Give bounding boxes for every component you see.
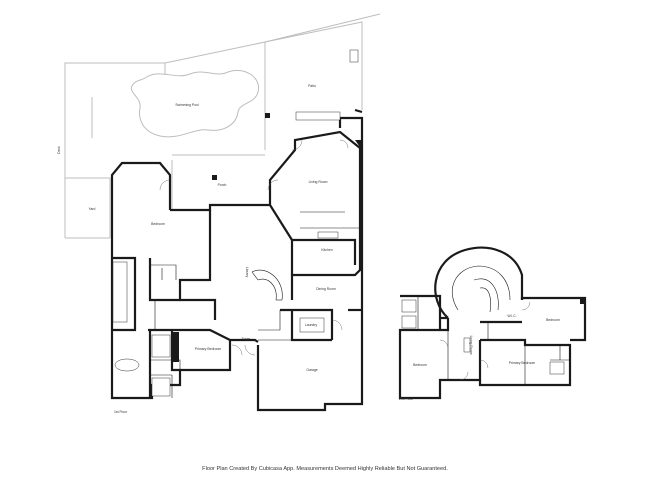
first-floor-fixtures [112, 49, 362, 397]
room-labels: Swimming Pool Patio Deck Yard Porch Bedr… [57, 84, 560, 372]
second-floor-walls [398, 246, 587, 400]
outdoor-areas [64, 13, 381, 239]
label-swimming-pool: Swimming Pool [175, 103, 199, 107]
floor-label-first: 1st Floor [114, 410, 128, 414]
footer-disclaimer: Floor Plan Created By Cubicasa App. Meas… [202, 466, 448, 472]
label-dining-room: Dining Room [316, 287, 336, 291]
label-kitchen: Kitchen [321, 248, 332, 252]
label-foyer: Foyer [242, 337, 252, 341]
label-bedroom-3: Bedroom [413, 363, 427, 367]
label-porch: Porch [218, 183, 227, 187]
label-primary-bedroom: Primary Bedroom [195, 347, 222, 351]
label-bedroom: Bedroom [151, 222, 165, 226]
label-patio: Patio [308, 84, 316, 88]
label-deck: Deck [57, 146, 61, 154]
label-primary-bedroom-2: Primary Bedroom [509, 361, 536, 365]
label-garage: Garage [306, 368, 317, 372]
first-floor-walls [110, 108, 364, 412]
label-living-room-2: Living Room [469, 336, 473, 355]
swimming-pool-outline [130, 70, 260, 138]
label-living-room: Living Room [309, 180, 328, 184]
label-wic: W.I.C. [507, 314, 516, 318]
label-bedroom-2: Bedroom [546, 318, 560, 322]
label-yard: Yard [89, 207, 96, 211]
label-laundry: Laundry [305, 323, 318, 327]
label-library: Library [245, 267, 249, 278]
floor-label-second: 2nd Floor [399, 397, 414, 401]
